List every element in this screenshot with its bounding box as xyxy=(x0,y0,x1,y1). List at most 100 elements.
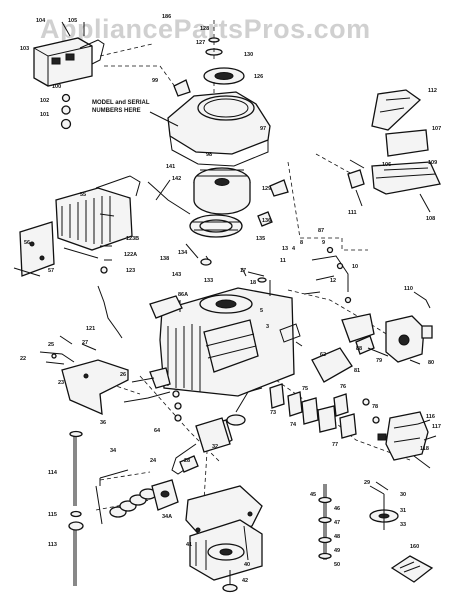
callout-33: 33 xyxy=(400,522,406,528)
callout-127: 127 xyxy=(196,40,205,46)
callout-114: 114 xyxy=(48,470,58,476)
callout-136: 136 xyxy=(262,218,271,224)
callout-111: 111 xyxy=(348,210,357,216)
callout-87: 87 xyxy=(318,228,324,234)
model-serial-line-1: MODEL and SERIAL xyxy=(92,100,150,106)
callout-128: 128 xyxy=(200,26,209,32)
callout-99: 99 xyxy=(152,78,158,84)
callout-98: 98 xyxy=(206,152,212,158)
callout-77: 77 xyxy=(332,442,338,448)
callout-80: 80 xyxy=(428,360,434,366)
callout-100: 100 xyxy=(52,84,61,90)
callout-112: 112 xyxy=(428,88,437,94)
callout-135: 135 xyxy=(256,236,265,242)
cylinder-head[interactable] xyxy=(13,175,141,339)
muffler-right[interactable] xyxy=(377,411,437,469)
callout-104: 104 xyxy=(36,18,46,24)
crankcase-sump[interactable] xyxy=(185,485,263,593)
callout-45: 45 xyxy=(310,492,316,498)
callout-41: 41 xyxy=(186,542,192,548)
callout-74: 74 xyxy=(290,422,297,428)
callout-160: 160 xyxy=(410,544,419,550)
callout-62: 62 xyxy=(320,352,326,358)
piston-assembly[interactable] xyxy=(95,455,199,525)
callout-117: 117 xyxy=(432,424,441,430)
callout-134: 134 xyxy=(178,250,188,256)
callout-55: 55 xyxy=(80,192,86,198)
callout-123B: 123B xyxy=(126,236,139,242)
air-cleaner-assembly[interactable] xyxy=(347,89,441,213)
callout-79: 79 xyxy=(376,358,382,364)
callout-86A: 86A xyxy=(178,292,188,298)
watermark-text: AppliancePartsPros.com xyxy=(40,14,371,44)
callout-107: 107 xyxy=(432,126,441,132)
blade-adapter-parts[interactable] xyxy=(318,481,434,583)
callout-40: 40 xyxy=(244,562,250,568)
callout-118: 118 xyxy=(420,446,429,452)
callout-88: 88 xyxy=(356,346,362,352)
callout-73: 73 xyxy=(270,410,276,416)
dipstick-tube[interactable] xyxy=(68,430,84,587)
carburetor-assembly[interactable] xyxy=(279,246,433,383)
callout-29: 29 xyxy=(364,480,370,486)
callout-13: 13 xyxy=(282,246,288,252)
model-serial-line-2: NUMBERS HERE xyxy=(92,108,141,114)
callout-27: 27 xyxy=(82,340,88,346)
callout-78: 78 xyxy=(372,404,378,410)
callout-4: 4 xyxy=(292,246,296,252)
callout-122A: 122A xyxy=(124,252,137,258)
callout-102: 102 xyxy=(40,98,49,104)
callout-28: 28 xyxy=(184,458,190,464)
callout-32: 32 xyxy=(212,444,218,450)
callout-23: 23 xyxy=(58,380,64,386)
flywheel[interactable] xyxy=(193,167,251,215)
callout-36: 36 xyxy=(100,420,106,426)
callout-34A: 34A xyxy=(162,514,172,520)
callout-24: 24 xyxy=(150,458,157,464)
callout-108: 108 xyxy=(426,216,435,222)
callout-123: 123 xyxy=(126,268,135,274)
muffler-assembly-topleft[interactable] xyxy=(33,21,105,130)
callout-103: 103 xyxy=(20,46,29,52)
callout-12: 12 xyxy=(330,278,336,284)
control-bracket-left[interactable] xyxy=(39,335,129,416)
ignition-stator[interactable] xyxy=(147,179,289,266)
engine-block[interactable] xyxy=(149,267,295,397)
model-serial-note: MODEL and SERIAL NUMBERS HERE xyxy=(92,100,179,127)
crankshaft[interactable] xyxy=(123,367,263,475)
callout-3: 3 xyxy=(266,324,269,330)
callout-8: 8 xyxy=(300,240,303,246)
callout-121: 121 xyxy=(86,326,95,332)
callout-113: 113 xyxy=(48,542,57,548)
callout-labels: 104 105 103 102 101 100 99 186 128 130 1… xyxy=(20,14,441,584)
callout-110: 110 xyxy=(404,286,413,292)
callout-47: 47 xyxy=(334,520,340,526)
callout-42: 42 xyxy=(242,578,248,584)
callout-57: 57 xyxy=(48,268,54,274)
callout-46: 46 xyxy=(334,506,340,512)
callout-49: 49 xyxy=(334,548,340,554)
callout-126: 126 xyxy=(254,74,263,80)
callout-109: 109 xyxy=(428,160,437,166)
callout-56: 56 xyxy=(24,240,30,246)
callout-34: 34 xyxy=(110,448,117,454)
blower-housing[interactable] xyxy=(167,91,271,167)
callout-75: 75 xyxy=(302,386,308,392)
callout-48: 48 xyxy=(334,534,340,540)
callout-50: 50 xyxy=(334,562,340,568)
callout-17: 17 xyxy=(240,268,246,274)
starter-cup[interactable] xyxy=(173,20,245,97)
callout-76: 76 xyxy=(340,384,346,390)
callout-106: 106 xyxy=(382,162,391,168)
callout-143: 143 xyxy=(172,272,181,278)
callout-115: 115 xyxy=(48,512,57,518)
callout-138: 138 xyxy=(160,256,169,262)
callout-64: 64 xyxy=(154,428,161,434)
callout-26: 26 xyxy=(120,372,126,378)
callout-142: 142 xyxy=(172,176,181,182)
callout-10: 10 xyxy=(352,264,358,270)
intake-gaskets[interactable] xyxy=(269,383,380,439)
callout-130: 130 xyxy=(244,52,253,58)
callout-11: 11 xyxy=(280,258,286,264)
